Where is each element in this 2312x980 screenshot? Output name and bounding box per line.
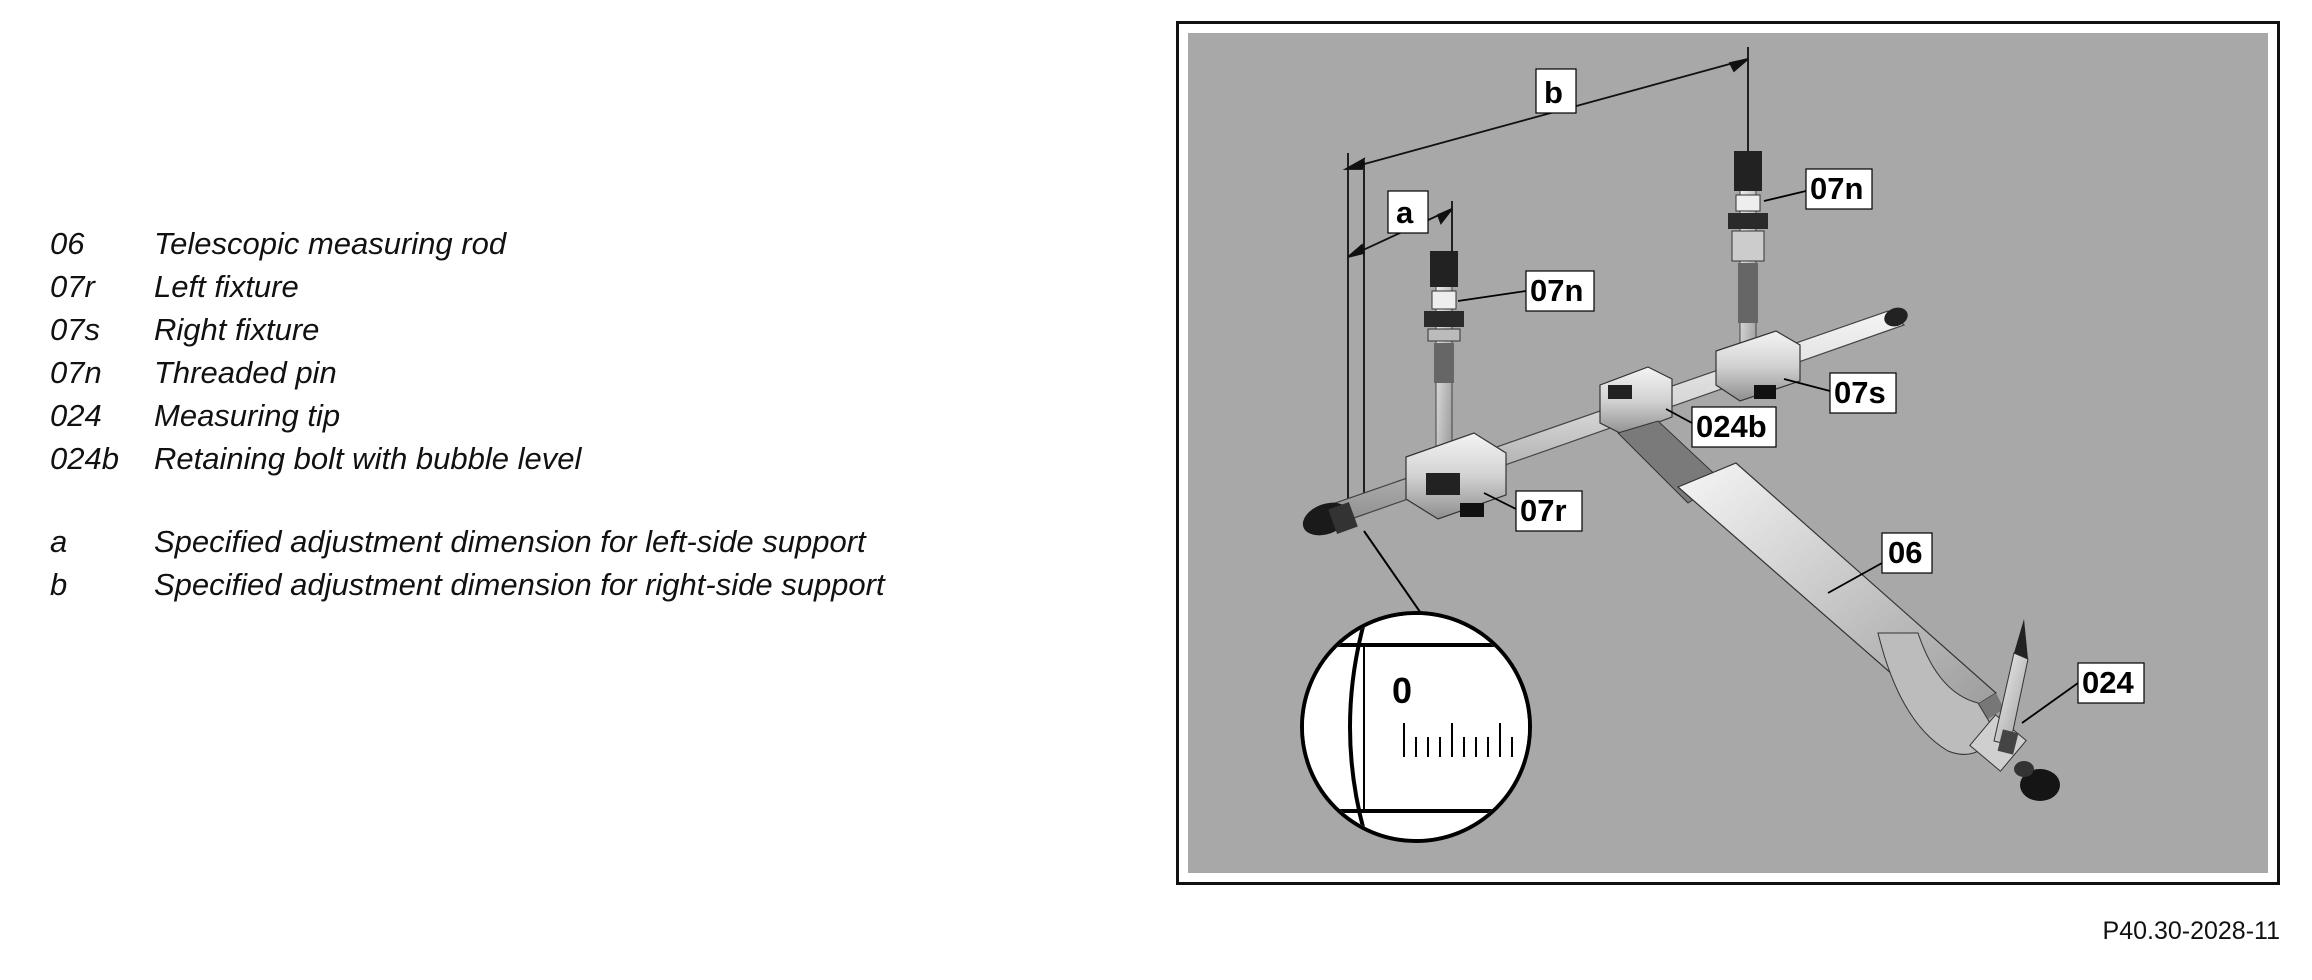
legend: 06 Telescopic measuring rod 07r Left fix… — [50, 222, 1050, 606]
legend-code: 07r — [50, 269, 95, 304]
legend-spacer — [50, 480, 1050, 520]
scale-ticks — [1403, 723, 1513, 757]
legend-description: Measuring tip — [154, 398, 341, 433]
legend-description: Telescopic measuring rod — [154, 226, 507, 261]
legend-description: Left fixture — [154, 269, 299, 304]
callout-07r: 07r — [1515, 490, 1583, 532]
legend-code: 07s — [50, 312, 100, 347]
measuring-rod-label: 06 — [1888, 535, 1922, 570]
legend-description: Threaded pin — [154, 355, 337, 390]
right-fixture — [1715, 330, 1801, 402]
callout-07n-right: 07n — [1805, 168, 1873, 210]
pin-right-label: 07n — [1810, 171, 1863, 206]
measuring-tip — [1993, 619, 2029, 755]
retaining-bolt-block — [1599, 366, 1673, 436]
legend-code: a — [50, 524, 68, 559]
legend-item: 07s Right fixture — [50, 308, 1050, 351]
legend-code: 06 — [50, 226, 85, 261]
dimension-a-label: a — [1396, 195, 1414, 230]
legend-code: 07n — [50, 355, 102, 390]
left-threaded-pin — [1424, 251, 1464, 454]
tool-illustration: 0 a b 07n 07n 07s 024b 07r — [1188, 33, 2268, 873]
legend-description: Retaining bolt with bubble level — [154, 441, 582, 476]
legend-item: 07n Threaded pin — [50, 351, 1050, 394]
legend-dimension-item: a Specified adjustment dimension for lef… — [50, 520, 1050, 563]
callout-07n-left: 07n — [1525, 270, 1595, 312]
callout-leaders — [1457, 190, 2079, 724]
figure-id: P40.30-2028-11 — [2102, 917, 2280, 945]
measuring-tip-label: 024 — [2082, 665, 2134, 700]
legend-code: b — [50, 567, 68, 602]
callout-06: 06 — [1881, 532, 1933, 574]
left-fixture-label: 07r — [1520, 493, 1567, 528]
dimension-b-label: b — [1544, 75, 1563, 110]
right-fixture-label: 07s — [1834, 375, 1886, 410]
legend-code: 024 — [50, 398, 102, 433]
legend-description: Right fixture — [154, 312, 320, 347]
legend-item: 024 Measuring tip — [50, 394, 1050, 437]
legend-item: 024b Retaining bolt with bubble level — [50, 437, 1050, 480]
legend-dimension-item: b Specified adjustment dimension for rig… — [50, 563, 1050, 606]
legend-description: Specified adjustment dimension for right… — [154, 567, 885, 602]
retaining-bolt-label: 024b — [1696, 409, 1767, 444]
scale-zero-label: 0 — [1392, 670, 1412, 711]
callout-024b: 024b — [1691, 406, 1777, 448]
scale-magnifier: 0 — [1300, 611, 1532, 843]
right-threaded-pin — [1728, 151, 1768, 384]
callout-024: 024 — [2077, 662, 2145, 704]
legend-item: 06 Telescopic measuring rod — [50, 222, 1050, 265]
left-fixture — [1405, 432, 1507, 520]
legend-code: 024b — [50, 441, 119, 476]
legend-description: Specified adjustment dimension for left-… — [154, 524, 866, 559]
telescopic-measuring-rod — [1617, 420, 2060, 801]
pin-left-label: 07n — [1530, 273, 1583, 308]
callout-a: a — [1387, 190, 1429, 234]
legend-item: 07r Left fixture — [50, 265, 1050, 308]
callout-b: b — [1535, 68, 1577, 114]
callout-07s: 07s — [1829, 372, 1897, 414]
